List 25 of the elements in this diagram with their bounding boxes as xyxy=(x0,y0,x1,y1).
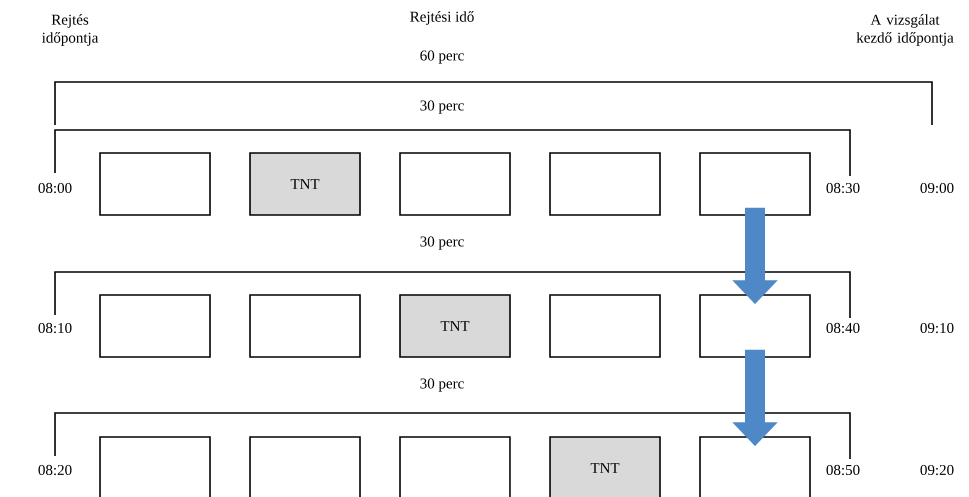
empty-box xyxy=(99,294,211,358)
empty-box xyxy=(549,152,661,216)
empty-box xyxy=(99,152,211,216)
heading-label: Rejtési idő xyxy=(410,11,474,25)
empty-box xyxy=(699,294,811,358)
empty-box xyxy=(699,152,811,216)
duration-label: 60 perc xyxy=(420,50,464,64)
empty-box xyxy=(549,294,661,358)
time-label: 09:10 xyxy=(920,322,954,334)
empty-box xyxy=(99,436,211,497)
duration-label: 30 perc xyxy=(420,100,464,114)
heading-label: A vizsgálat kezdő időpontja xyxy=(856,14,954,46)
empty-box xyxy=(399,152,511,216)
sample-box: TNT xyxy=(399,294,511,358)
time-label: 09:00 xyxy=(920,182,954,194)
empty-box xyxy=(249,436,361,497)
sample-box: TNT xyxy=(249,152,361,216)
time-label: 09:20 xyxy=(920,464,954,476)
duration-label: 30 perc xyxy=(420,236,464,250)
empty-box xyxy=(399,436,511,497)
duration-label: 30 perc xyxy=(420,378,464,392)
sample-box: TNT xyxy=(549,436,661,497)
empty-box xyxy=(699,436,811,497)
empty-box xyxy=(249,294,361,358)
heading-label: Rejtés időpontja xyxy=(42,14,98,46)
